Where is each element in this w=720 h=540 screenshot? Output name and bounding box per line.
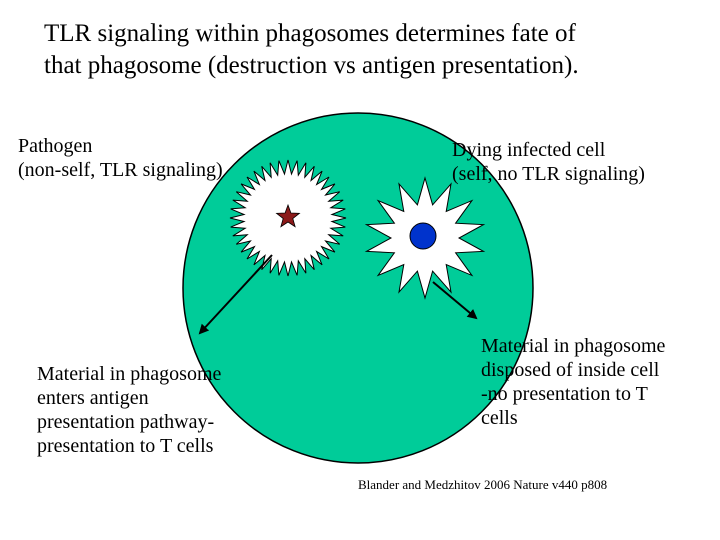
disposal-outcome-label: Material in phagosome disposed of inside… (481, 335, 666, 429)
star-icon (275, 203, 301, 228)
arrow-left (198, 254, 273, 335)
citation: Blander and Medzhitov 2006 Nature v440 p… (358, 477, 608, 492)
dying-cell-label: Dying infected cell (self, no TLR signal… (452, 139, 645, 185)
pathogen-label: Pathogen (non-self, TLR signaling) (18, 135, 223, 181)
antigen-presentation-outcome-label: Material in phagosome enters antigen pre… (37, 363, 222, 457)
arrow-right (432, 281, 478, 320)
page-title: TLR signaling within phagosomes determin… (44, 20, 579, 79)
blue-circle-icon (409, 222, 437, 250)
